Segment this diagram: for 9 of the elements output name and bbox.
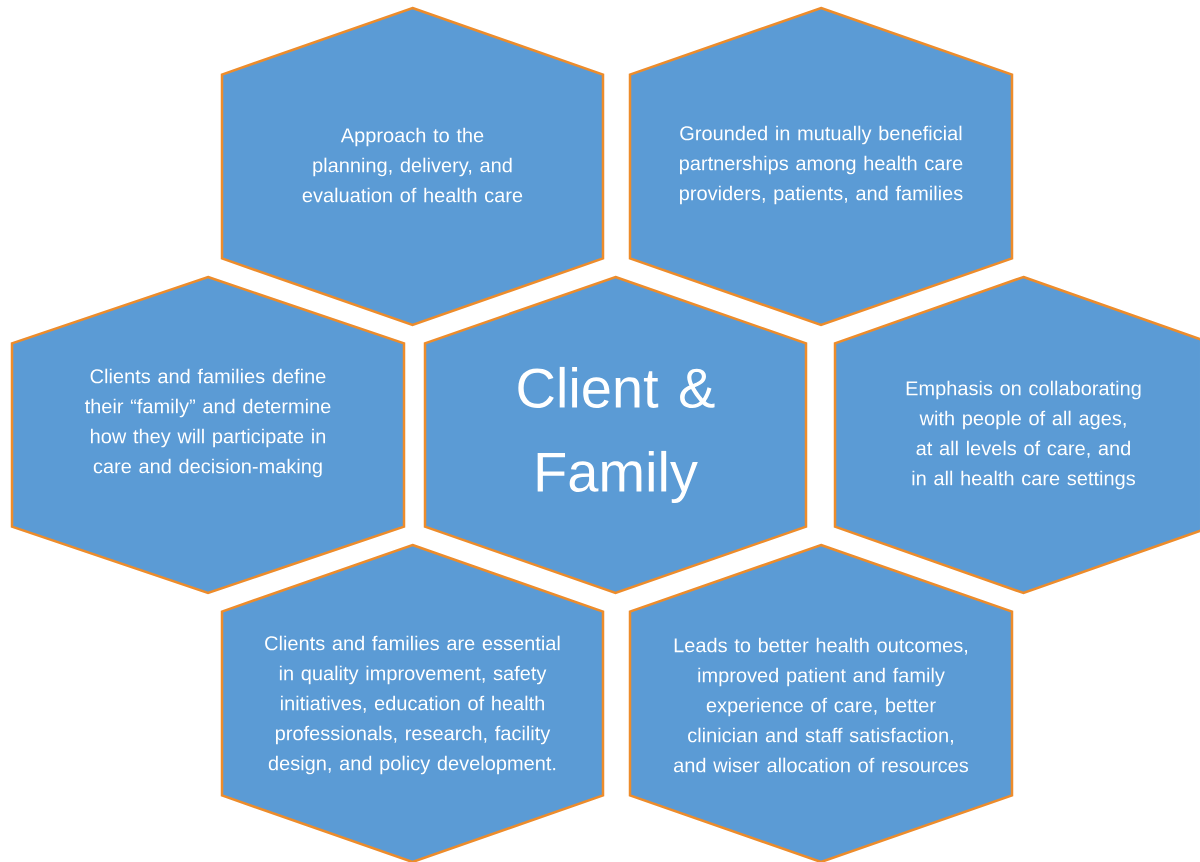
hexagon: Grounded in mutually beneficial partnerships among health care providers, patients, and families — [628, 6, 1014, 327]
node-label: Clients and families are essential in quality improvement, safety initiatives, education of health professionals, research, facility design, and policy development. — [265, 635, 560, 775]
node-label: Leads to better health outcomes, improved patient and family experience of care, better clinician and staff satisfaction, and wiser allocation of resources — [674, 637, 969, 773]
hexagon: Clients and families are essential in quality improvement, safety initiatives, education of health professionals, research, facility design, and policy development. — [220, 543, 605, 862]
hexagon: Client & Family — [423, 275, 808, 595]
hexagon: Leads to better health outcomes, improved patient and family experience of care, better clinician and staff satisfaction, and wiser allocation of resources — [628, 543, 1014, 862]
hexagon: Approach to the planning, delivery, and evaluation of health care — [220, 6, 605, 327]
hexagon: Clients and families define their “family” and determine how they will participate in care and decision-making — [10, 275, 406, 595]
hexagon: Emphasis on collaborating with people of all ages, at all levels of care, and in all health care settings — [833, 275, 1200, 595]
